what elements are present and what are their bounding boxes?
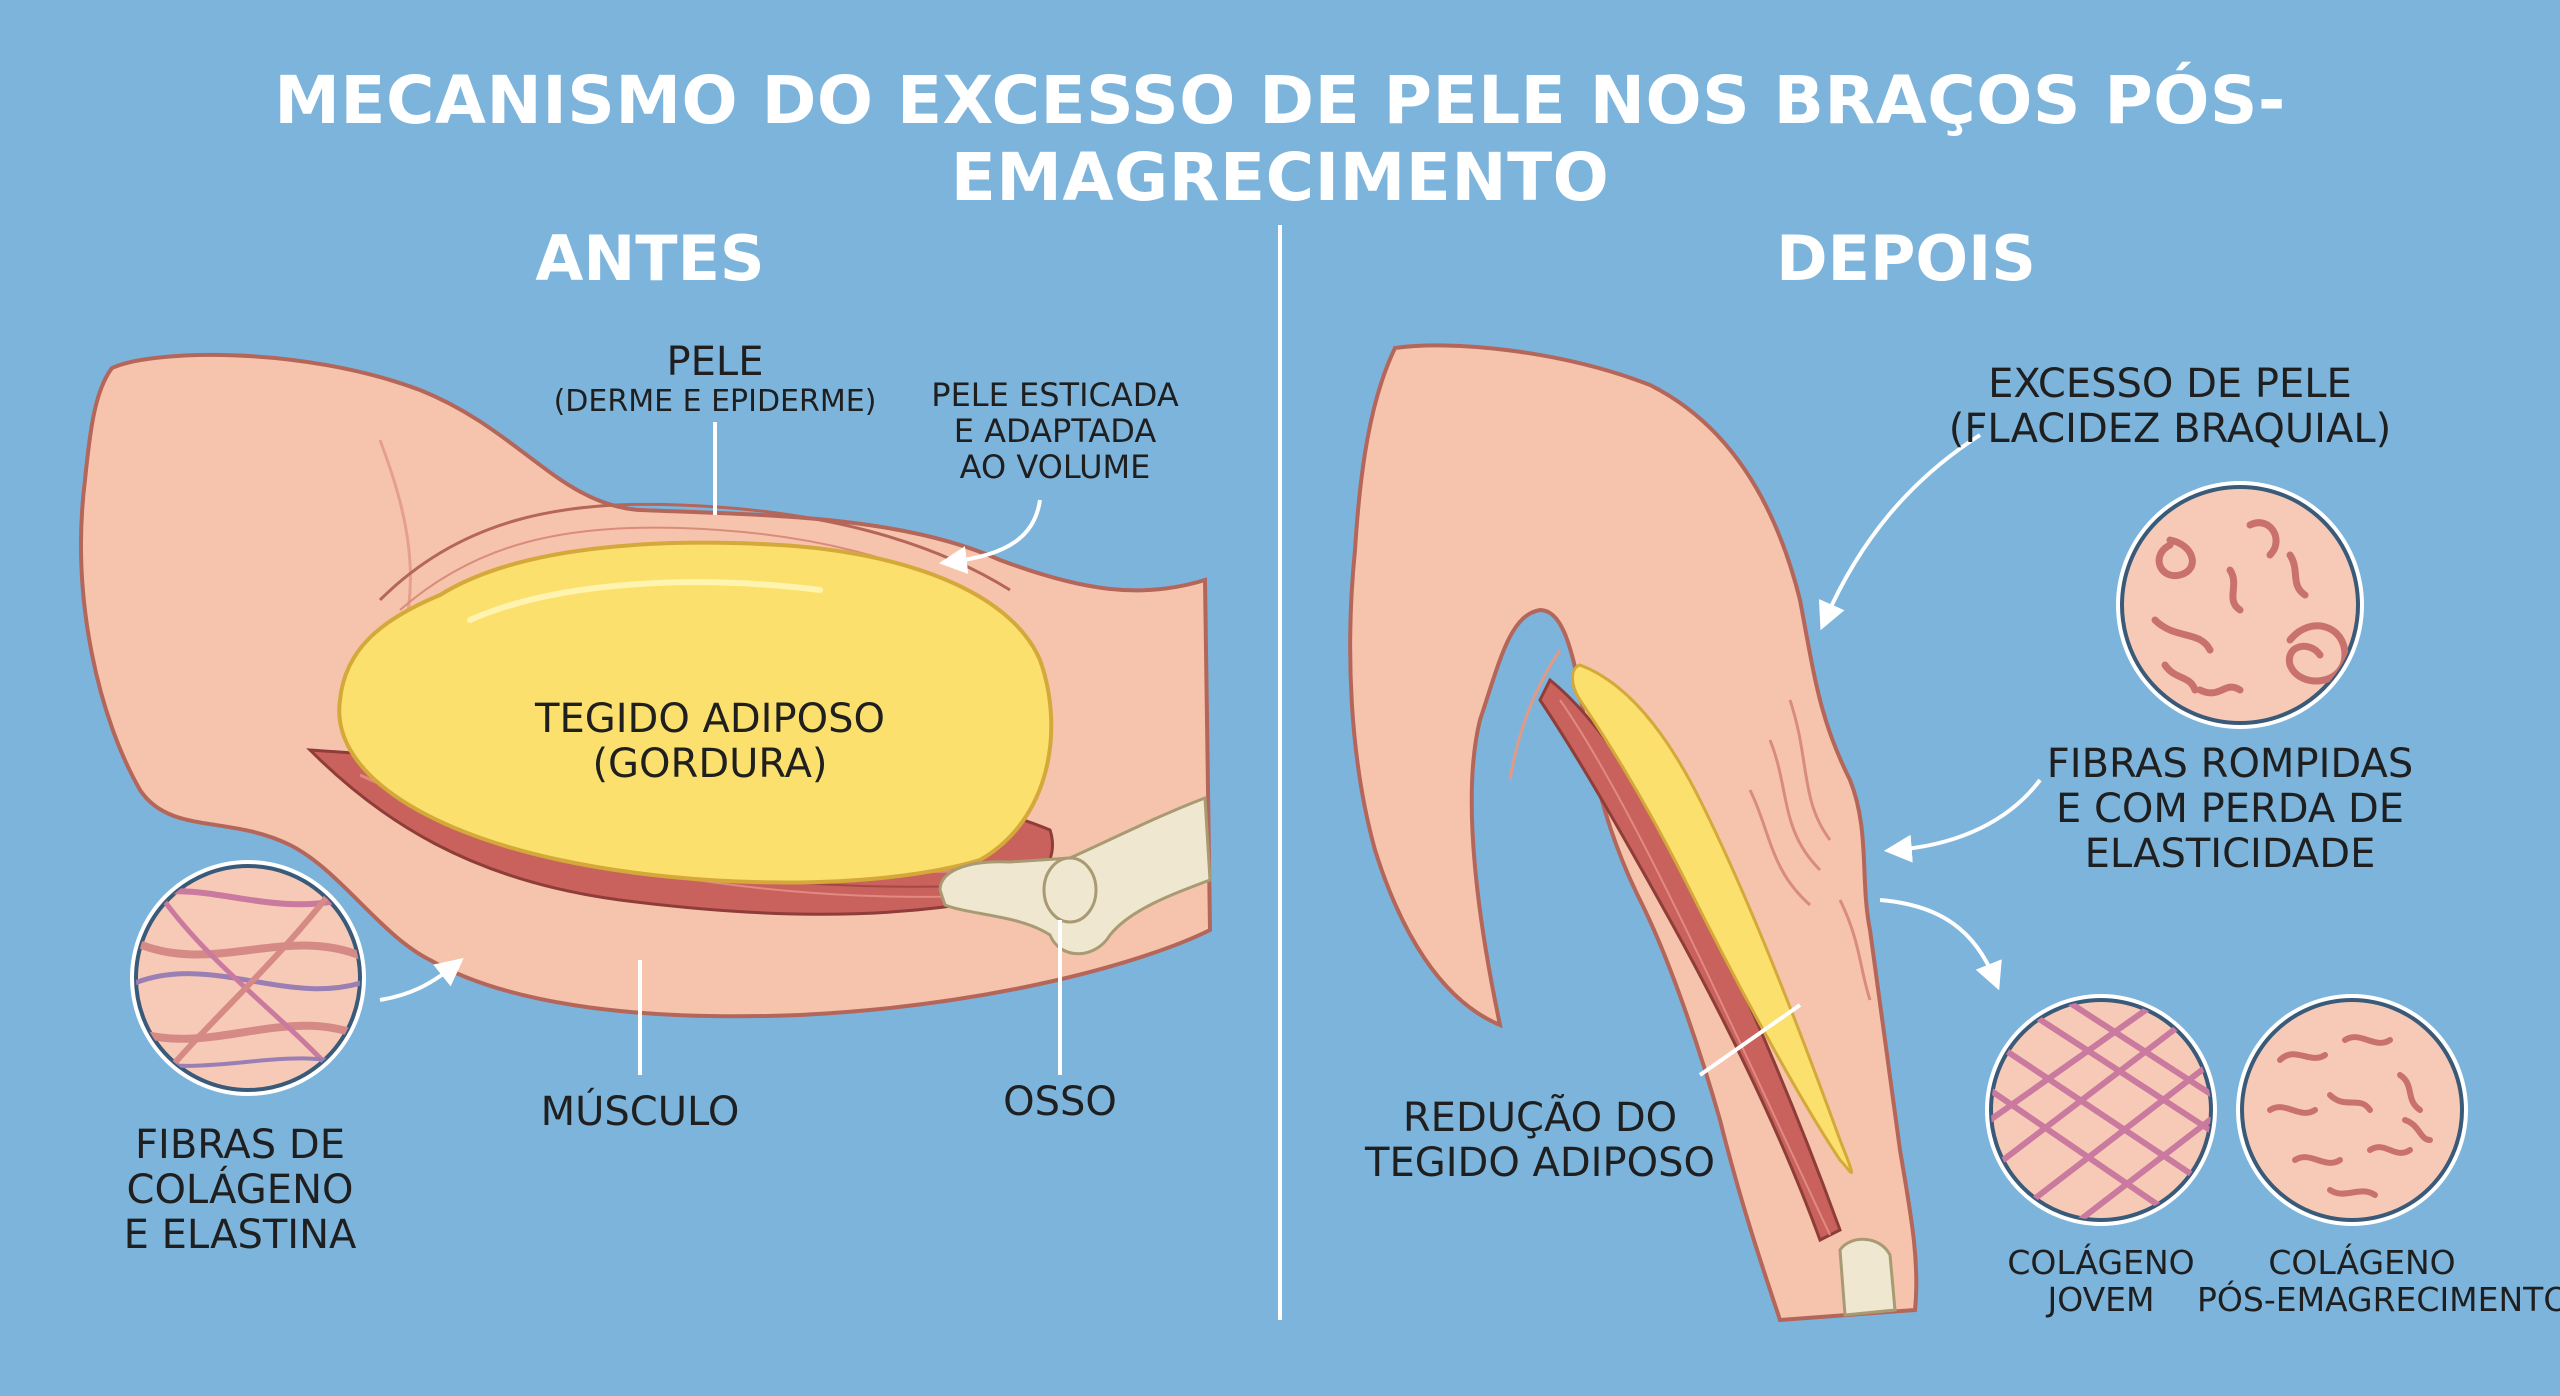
stretched-arrow	[938, 499, 1042, 574]
arm-before	[79, 352, 1213, 1019]
reduction-leader	[1698, 1003, 1802, 1077]
label-stretched-skin: PELE ESTICADA E ADAPTADA AO VOLUME	[931, 376, 1179, 486]
label-broken-fibers: FIBRAS ROMPIDAS E COM PERDA DE ELASTICID…	[2046, 741, 2414, 877]
broken-arrow	[1883, 778, 2042, 863]
post-collagen-zoom	[2236, 994, 2468, 1226]
label-young-collagen: COLÁGENO JOVEM	[2007, 1243, 2195, 1319]
excess-arrow	[1818, 433, 1982, 631]
fat-after	[1571, 663, 1853, 1174]
fibers-arrow	[379, 958, 464, 1002]
bone-after	[1838, 1237, 1897, 1317]
label-post-collagen: COLÁGENO PÓS-EMAGRECIMENTO	[2197, 1243, 2560, 1319]
arm-after	[1348, 343, 1919, 1323]
label-fat-reduction: REDUÇÃO DO TEGIDO ADIPOSO	[1365, 1095, 1715, 1186]
arm-before-skin-layer	[378, 502, 1011, 602]
panel-title-after: DEPOIS	[1776, 222, 2036, 295]
panel-title-before: ANTES	[535, 222, 765, 295]
fat-before	[337, 540, 1054, 885]
main-title: MECANISMO DO EXCESSO DE PELE NOS BRAÇOS …	[274, 62, 2286, 216]
label-muscle: MÚSCULO	[540, 1089, 740, 1135]
label-bone: OSSO	[1003, 1079, 1117, 1125]
young-collagen-zoom	[1985, 994, 2217, 1226]
label-skin: PELE (DERME E EPIDERME)	[553, 339, 877, 419]
collagen-elastin-zoom	[130, 860, 366, 1096]
label-excess-skin: EXCESSO DE PELE (FLACIDEZ BRAQUIAL)	[1948, 361, 2392, 452]
sagging-skin-folds	[1788, 699, 1832, 841]
label-fat: TEGIDO ADIPOSO (GORDURA)	[535, 696, 885, 787]
broken-fibers-zoom	[2116, 481, 2364, 729]
label-fibers: FIBRAS DE COLÁGENO E ELASTINA	[123, 1122, 357, 1258]
zoom-arrow	[1879, 898, 2002, 991]
